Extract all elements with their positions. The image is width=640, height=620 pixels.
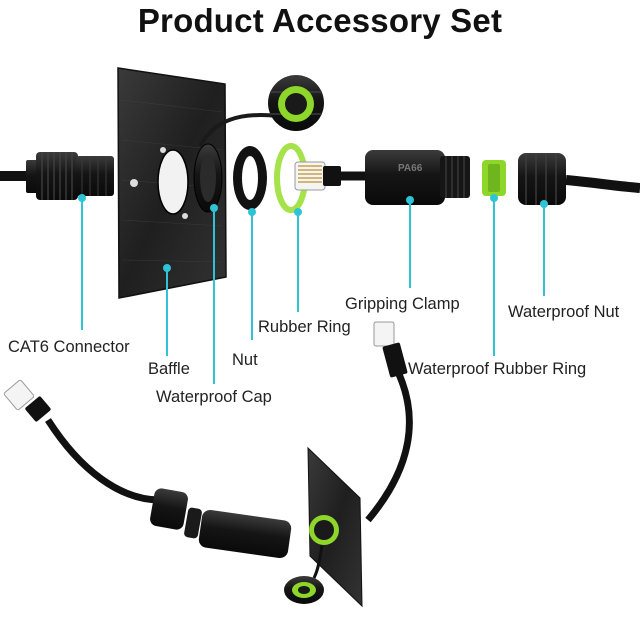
label-baffle: Baffle xyxy=(148,360,190,378)
label-gripping-clamp: Gripping Clamp xyxy=(345,295,460,313)
label-waterproof-rubber-ring: Waterproof Rubber Ring xyxy=(408,360,587,378)
waterproof-rubber-ring xyxy=(482,160,506,196)
label-waterproof-cap: Waterproof Cap xyxy=(156,388,272,406)
assembled-rj45-left xyxy=(3,379,51,422)
label-waterproof-nut: Waterproof Nut xyxy=(508,303,620,321)
baffle-plate xyxy=(117,67,227,299)
assembled-cable-left xyxy=(45,418,161,504)
leader-lines xyxy=(78,194,548,384)
assembled-cable-right xyxy=(365,370,413,523)
nut-ring xyxy=(233,146,267,210)
assembled-clamp xyxy=(198,509,292,559)
assembled-rubber-ring xyxy=(184,507,202,539)
assembled-waterproof-nut xyxy=(150,488,188,530)
label-rubber-ring: Rubber Ring xyxy=(258,318,351,336)
assembled-cap xyxy=(284,544,324,604)
label-cat6-connector: CAT6 Connector xyxy=(8,338,130,356)
waterproof-nut xyxy=(518,153,640,205)
gripping-clamp: PA66 xyxy=(365,150,470,205)
page-title: Product Accessory Set xyxy=(137,2,503,39)
rj45-plug-top xyxy=(294,161,370,191)
assembled-rj45-right xyxy=(373,321,408,378)
assembled-baffle xyxy=(307,446,363,608)
label-nut: Nut xyxy=(232,351,258,369)
pa66-mark: PA66 xyxy=(398,163,423,174)
cat6-connector xyxy=(26,152,114,200)
waterproof-cap xyxy=(193,75,324,213)
